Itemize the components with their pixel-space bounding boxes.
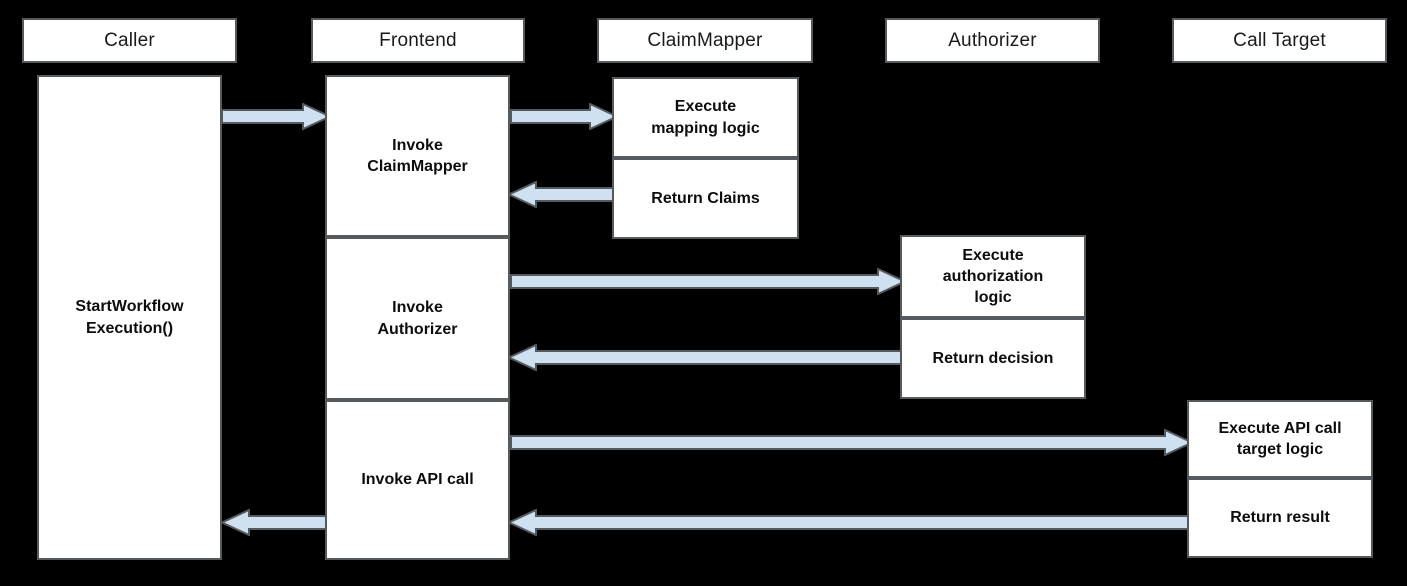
- arrow-frontend-to-authorizer: [510, 268, 906, 295]
- activation-frontend-invoke-claimmapper[interactable]: Invoke ClaimMapper: [325, 75, 510, 237]
- activation-frontend-invoke-api-call[interactable]: Invoke API call: [325, 400, 510, 560]
- activation-frontend-invoke-authorizer[interactable]: Invoke Authorizer: [325, 237, 510, 400]
- activation-frontend-invoke-api-call-label: Invoke API call: [361, 471, 474, 489]
- activation-claimmapper-return-claims-label: Return Claims: [651, 189, 760, 207]
- activation-authorizer-return-decision-label: Return decision: [932, 349, 1054, 367]
- activation-authorizer-return-decision[interactable]: Return decision: [900, 318, 1086, 399]
- arrow-claimmapper-to-frontend: [508, 181, 618, 208]
- arrow-frontend-to-claimmapper: [510, 103, 618, 130]
- activation-calltarget-execute-api-call-target-logic[interactable]: Execute API call target logic: [1187, 400, 1373, 478]
- lifeline-header-frontend[interactable]: Frontend: [311, 18, 525, 63]
- activation-frontend-invoke-claimmapper-label: Invoke ClaimMapper: [367, 136, 468, 175]
- activation-authorizer-execute-authorization-logic[interactable]: Execute authorization logic: [900, 235, 1086, 318]
- lifeline-header-authorizer-label: Authorizer: [948, 29, 1037, 51]
- lifeline-header-claimmapper[interactable]: ClaimMapper: [597, 18, 813, 63]
- lifeline-header-calltarget-label: Call Target: [1233, 29, 1326, 51]
- arrow-frontend-to-calltarget: [510, 429, 1193, 456]
- arrow-caller-to-frontend: [221, 103, 331, 130]
- lifeline-header-frontend-label: Frontend: [379, 29, 457, 51]
- activation-frontend-invoke-authorizer-label: Invoke Authorizer: [377, 299, 458, 338]
- activation-caller-startworkflow[interactable]: StartWorkflow Execution(): [37, 75, 222, 560]
- activation-claimmapper-execute-mapping-logic-label: Execute mapping logic: [651, 98, 760, 137]
- activation-claimmapper-return-claims[interactable]: Return Claims: [612, 158, 799, 239]
- arrow-authorizer-to-frontend: [508, 344, 904, 371]
- activation-caller-startworkflow-label: StartWorkflow Execution(): [75, 298, 184, 337]
- activation-calltarget-return-result-label: Return result: [1230, 509, 1330, 527]
- lifeline-header-authorizer[interactable]: Authorizer: [885, 18, 1100, 63]
- activation-calltarget-return-result[interactable]: Return result: [1187, 478, 1373, 558]
- arrow-calltarget-to-frontend: [508, 509, 1191, 536]
- activation-authorizer-execute-authorization-logic-label: Execute authorization logic: [942, 246, 1044, 307]
- lifeline-header-caller[interactable]: Caller: [22, 18, 237, 63]
- lifeline-header-calltarget[interactable]: Call Target: [1172, 18, 1387, 63]
- activation-calltarget-execute-api-call-target-logic-label: Execute API call target logic: [1218, 419, 1342, 458]
- lifeline-header-claimmapper-label: ClaimMapper: [647, 29, 763, 51]
- lifeline-header-caller-label: Caller: [104, 29, 155, 51]
- activation-claimmapper-execute-mapping-logic[interactable]: Execute mapping logic: [612, 77, 799, 158]
- arrow-frontend-to-caller: [221, 509, 331, 536]
